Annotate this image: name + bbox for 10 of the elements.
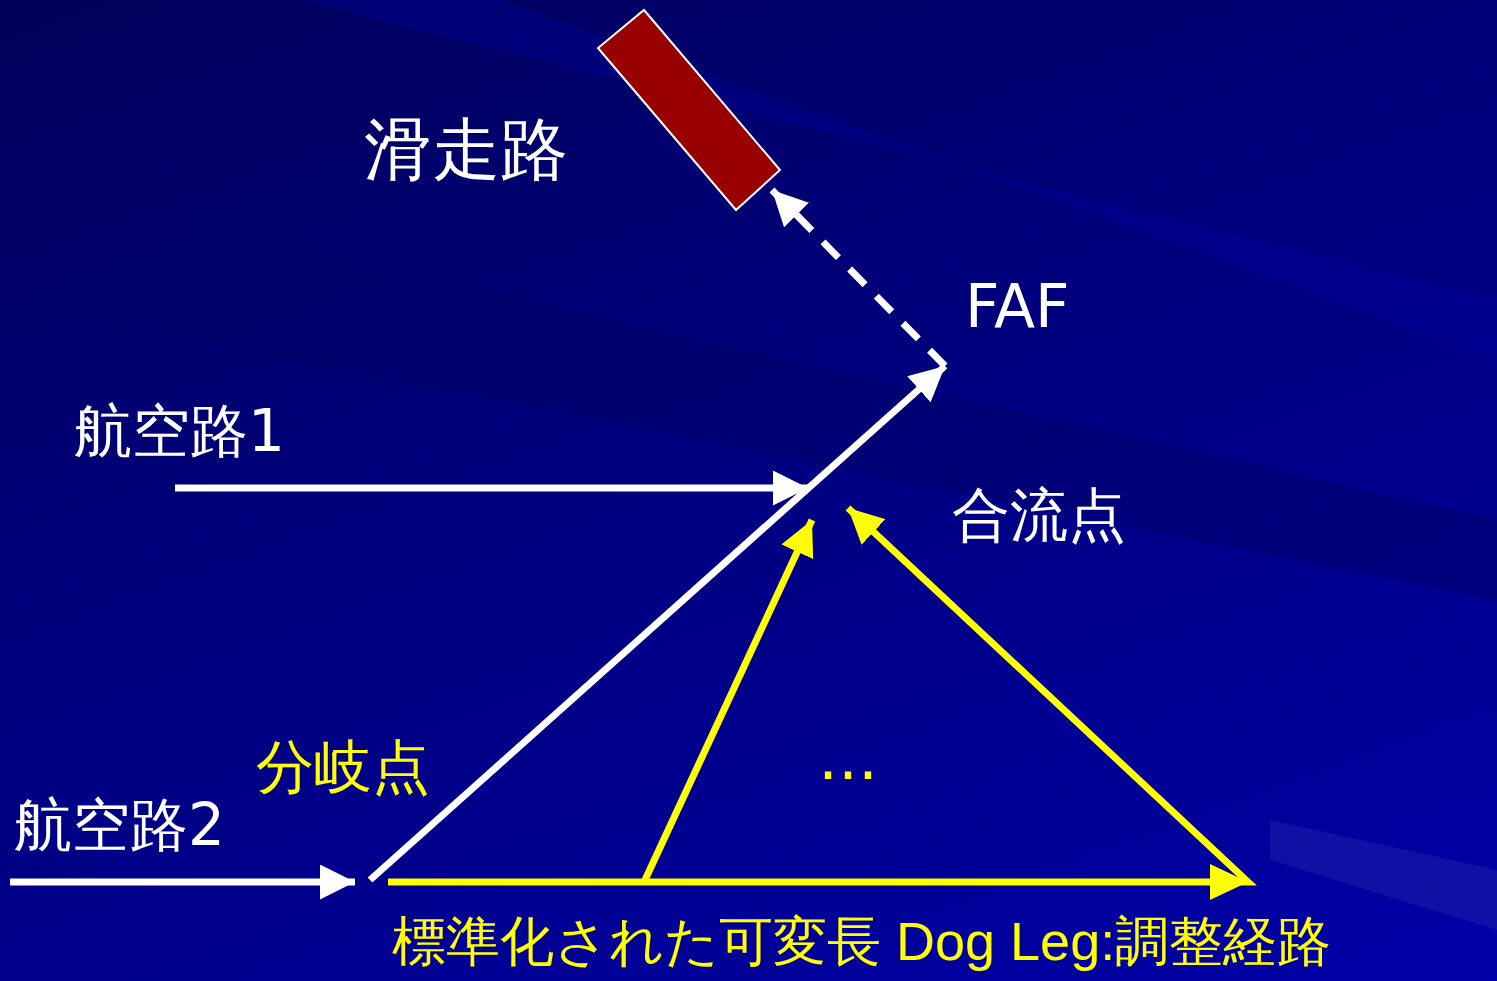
arrow [641,518,816,882]
waypoint-label: FAF [965,276,1070,336]
merge-point-label: 合流点 [806,486,1126,550]
route-label: 航空路2 [14,796,225,854]
ellipsis-label: … [818,728,878,788]
route-label: 航空路1 [74,402,285,460]
arrow [367,363,948,883]
runway-bar [596,8,782,212]
branch-point-label: 分岐点 [256,738,430,796]
runway-label: 滑走路 [364,116,568,184]
